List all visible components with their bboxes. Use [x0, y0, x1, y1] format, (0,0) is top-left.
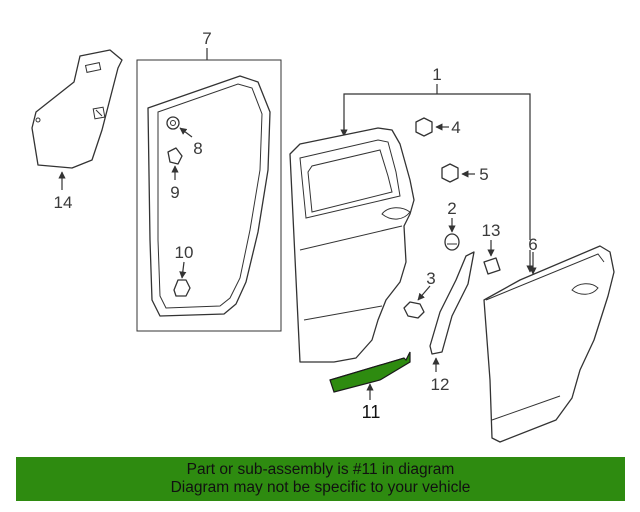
- banner-line-1: Part or sub-assembly is #11 in diagram: [186, 461, 455, 478]
- part-2-stopper[interactable]: [444, 233, 460, 251]
- leader-3: [417, 285, 431, 301]
- part-9-clip[interactable]: [167, 147, 183, 165]
- part-4-nut[interactable]: [415, 117, 433, 137]
- part-12-garnish[interactable]: [429, 251, 475, 355]
- callout-9: 9: [170, 183, 179, 202]
- part-7-door-weatherstrip[interactable]: [147, 75, 271, 317]
- callout-2: 2: [447, 199, 456, 218]
- leader-10: [179, 261, 187, 279]
- part-14-weather-shield[interactable]: [31, 49, 123, 169]
- callout-12: 12: [431, 375, 450, 394]
- callout-1: 1: [432, 65, 441, 84]
- callout-4: 4: [451, 118, 460, 137]
- callout-6: 6: [528, 235, 537, 254]
- callout-10: 10: [175, 243, 194, 262]
- callout-5: 5: [479, 165, 488, 184]
- part-13-clip[interactable]: [483, 257, 501, 275]
- callout-8: 8: [193, 139, 202, 158]
- part-1-rear-door[interactable]: [289, 127, 415, 363]
- callout-7: 7: [202, 29, 211, 48]
- leader-8: [179, 127, 193, 138]
- part-8-clip[interactable]: [166, 116, 180, 130]
- part-7-box: [136, 59, 282, 332]
- callout-14: 14: [54, 193, 73, 212]
- notice-banner: Part or sub-assembly is #11 in diagram D…: [16, 457, 625, 501]
- part-6-door-skin[interactable]: [483, 245, 615, 443]
- part-3-clip[interactable]: [403, 301, 425, 319]
- part-5-nut[interactable]: [441, 163, 459, 183]
- part-11-molding-highlighted[interactable]: [329, 351, 411, 393]
- part-10-clip[interactable]: [173, 279, 191, 297]
- callout-11: 11: [362, 402, 381, 422]
- banner-line-2: Diagram may not be specific to your vehi…: [170, 479, 471, 496]
- callout-3: 3: [426, 269, 435, 288]
- callout-13: 13: [482, 221, 501, 240]
